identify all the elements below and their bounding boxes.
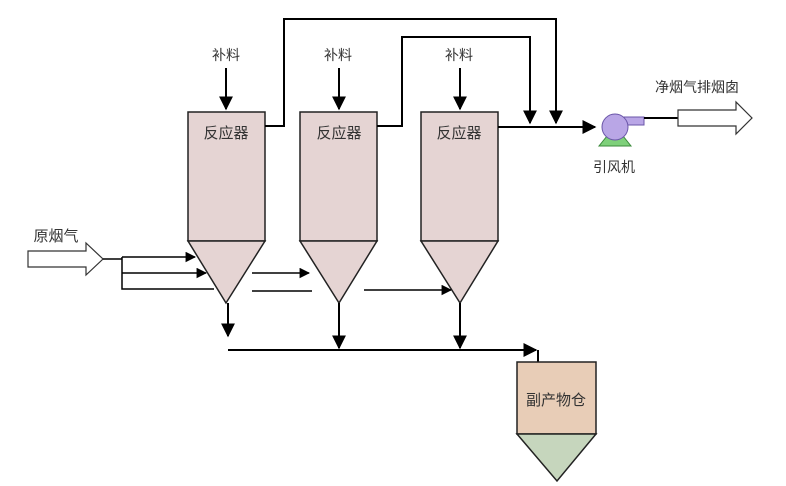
reactor-1-label: 反应器 [203, 124, 248, 142]
feed-label-3: 补料 [445, 48, 473, 64]
centrifugal-fan-icon [597, 113, 645, 147]
inlet-riser [121, 257, 214, 290]
feed-label-1: 补料 [212, 48, 240, 64]
fan-label: 引风机 [593, 160, 635, 176]
reactor-2: 反应器 [298, 111, 379, 305]
silo-label: 副产物仓 [526, 391, 586, 409]
byproduct-silo: 副产物仓 [515, 361, 598, 483]
raw-gas-label: 原烟气 [33, 227, 78, 245]
clean-gas-label: 净烟气排烟囱 [655, 80, 739, 96]
reactor-1-outlet-line [265, 18, 563, 127]
outlet-arrow-icon [677, 100, 753, 136]
feed-label-2: 补料 [324, 48, 352, 64]
reactor-3: 反应器 [419, 111, 500, 305]
reactor-2-outlet-line [377, 36, 537, 127]
reactor-1: 反应器 [186, 111, 267, 305]
inlet-arrow-icon [27, 241, 104, 277]
reactor-3-label: 反应器 [436, 124, 481, 142]
reactor-2-label: 反应器 [316, 124, 361, 142]
